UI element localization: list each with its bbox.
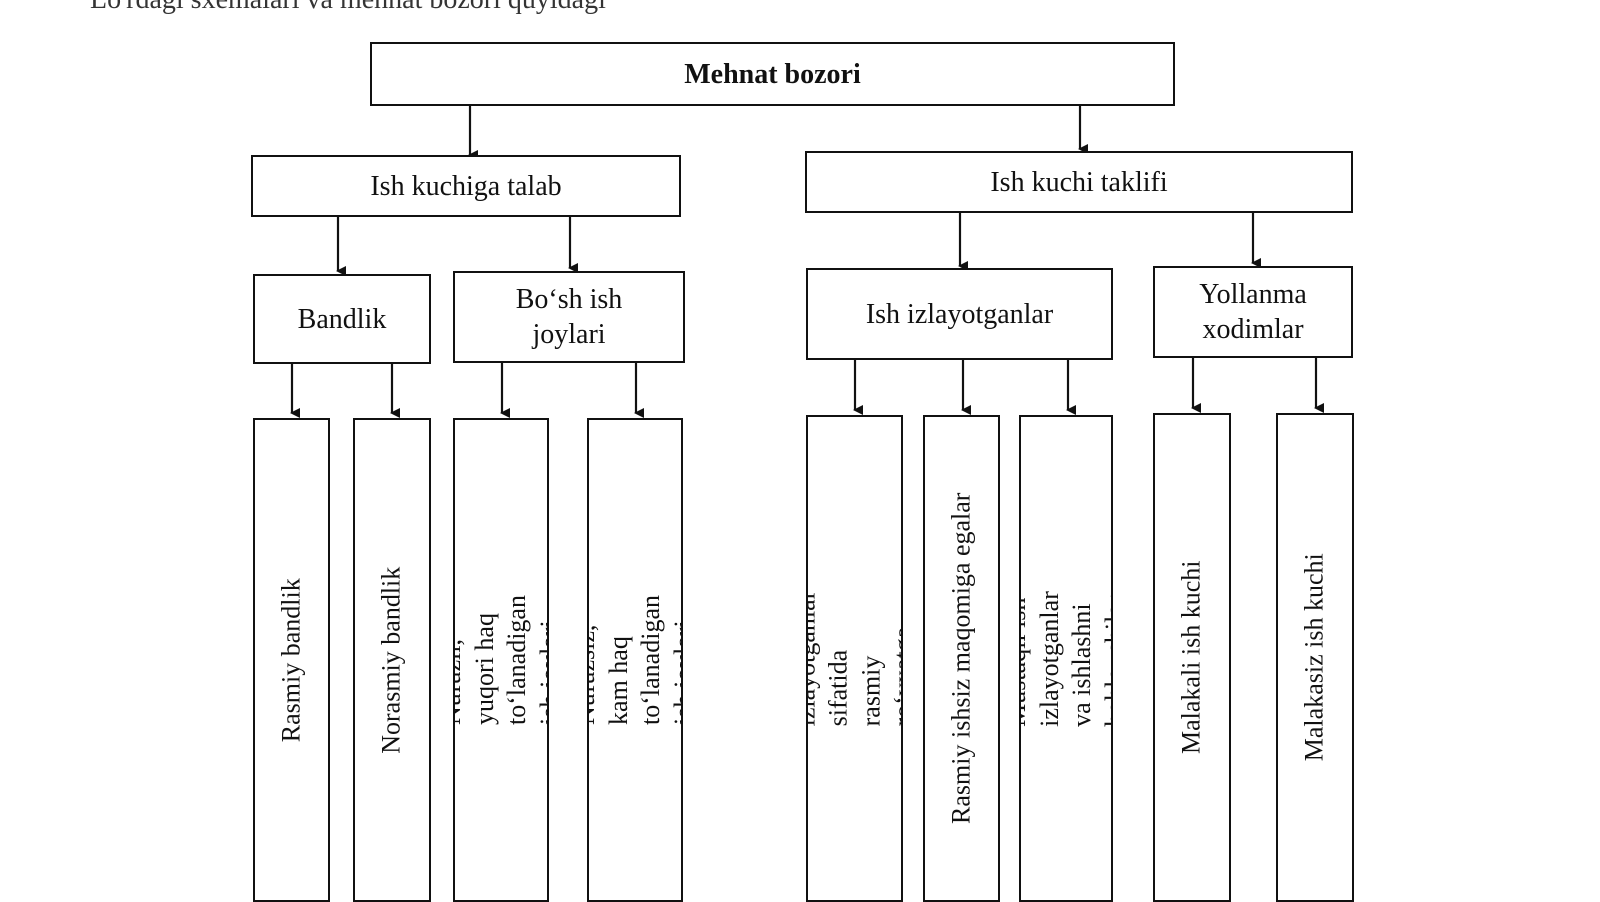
leaf-nufuzsiz: Nufuzsiz, kam haq to‘lanadigan ish joyla… xyxy=(587,418,683,902)
root-node: Mehnat bozori xyxy=(370,42,1175,106)
leaf-rasmiy-bandlik-text: Rasmiy bandlik xyxy=(276,578,306,742)
demand-node: Ish kuchiga talab xyxy=(251,155,681,217)
leaf-nufuzsiz-text: Nufuzsiz, kam haq to‘lanadigan ish joyla… xyxy=(587,595,683,725)
leaf-skilled-labor-text: Malakali ish kuchi xyxy=(1176,560,1206,755)
leaf-official-unemployed: Rasmiy ishsiz maqomiga egalar xyxy=(923,415,1000,902)
seekers-label: Ish izlayotganlar xyxy=(865,298,1054,330)
leaf-unskilled-labor: Malakasiz ish kuchi xyxy=(1276,413,1354,902)
cropped-header-text: Lo'rdagi sxemalari va mehnat bozori quyi… xyxy=(90,0,606,16)
bandlik-node: Bandlik xyxy=(253,274,431,364)
demand-label: Ish kuchiga talab xyxy=(370,170,562,202)
supply-node: Ish kuchi taklifi xyxy=(805,151,1353,213)
leaf-registered-seekers: Ish izlayotganlar sifatida rasmiy ro‘yxa… xyxy=(806,415,903,902)
vacancies-label: Bo‘sh ish joylari xyxy=(515,284,623,350)
leaf-norasmiy-bandlik-text: Norasmiy bandlik xyxy=(376,566,406,754)
seekers-node: Ish izlayotganlar xyxy=(806,268,1113,360)
supply-label: Ish kuchi taklifi xyxy=(990,166,1168,198)
leaf-unskilled-labor-text: Malakasiz ish kuchi xyxy=(1299,553,1329,762)
vacancies-node: Bo‘sh ish joylari xyxy=(453,271,685,363)
leaf-nufuzli: Nufuzli, yuqori haq to‘lanadigan ish joy… xyxy=(453,418,549,902)
leaf-independent-seekers-text: Mustaqil ish izlayotganlar va ishlashni … xyxy=(1019,590,1113,727)
leaf-registered-seekers-text: Ish izlayotganlar sifatida rasmiy ro‘yxa… xyxy=(806,590,903,727)
leaf-nufuzli-text: Nufuzli, yuqori haq to‘lanadigan ish joy… xyxy=(453,595,549,725)
bandlik-label: Bandlik xyxy=(297,303,387,335)
leaf-independent-seekers: Mustaqil ish izlayotganlar va ishlashni … xyxy=(1019,415,1113,902)
root-label: Mehnat bozori xyxy=(684,58,861,90)
leaf-skilled-labor: Malakali ish kuchi xyxy=(1153,413,1231,902)
leaf-norasmiy-bandlik: Norasmiy bandlik xyxy=(353,418,431,902)
hired-label: Yollanma xodimlar xyxy=(1199,279,1307,345)
leaf-official-unemployed-text: Rasmiy ishsiz maqomiga egalar xyxy=(946,492,976,825)
hired-node: Yollanma xodimlar xyxy=(1153,266,1353,358)
leaf-rasmiy-bandlik: Rasmiy bandlik xyxy=(253,418,330,902)
